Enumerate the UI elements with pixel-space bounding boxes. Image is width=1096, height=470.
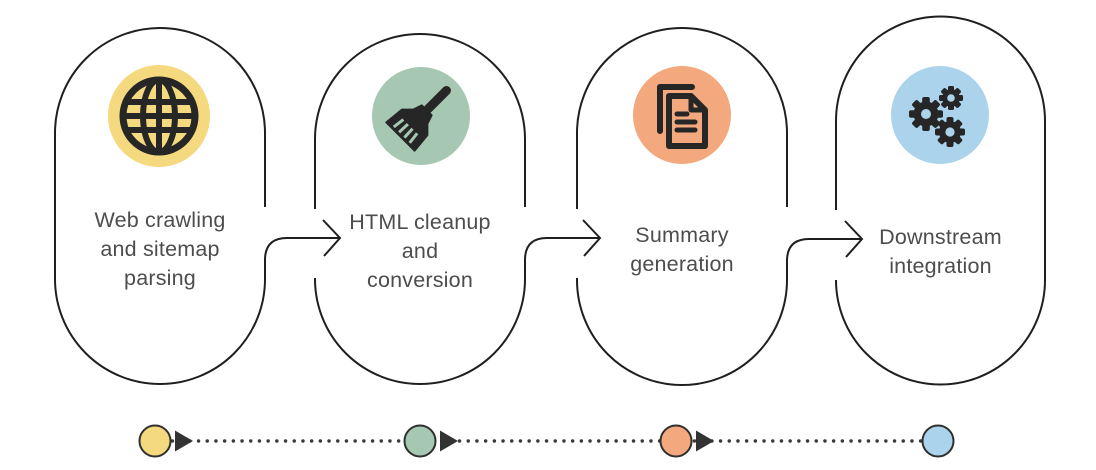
- stage-capsule-outline: [576, 27, 788, 209]
- timeline: [138, 424, 955, 458]
- stage-label-web-crawling: Web crawling and sitemap parsing: [94, 208, 226, 290]
- timeline-marker: [659, 424, 693, 458]
- stage-label-summary-generation: Summary generation: [630, 223, 734, 276]
- timeline-marker: [921, 424, 955, 458]
- arrow-connector-3: [786, 220, 864, 262]
- timeline-arrowhead-icon: [696, 430, 714, 452]
- broom-icon: [372, 67, 470, 165]
- timeline-marker: [138, 424, 172, 458]
- stage-label-downstream-integration: Downstream integration: [879, 225, 1002, 278]
- stage-capsule-outline: [314, 33, 526, 209]
- arrow-connector-1: [264, 219, 342, 261]
- gears-icon: [891, 66, 989, 164]
- timeline-arrowhead-icon: [175, 430, 193, 452]
- documents-icon: [633, 66, 731, 164]
- stage-capsule-outline: [314, 259, 526, 385]
- timeline-marker: [403, 424, 437, 458]
- stage-capsules: [54, 15, 1046, 386]
- stage-label-html-cleanup: HTML cleanup and conversion: [349, 210, 491, 292]
- stage-connectors: [264, 219, 864, 262]
- stage-capsule-outline: [576, 260, 788, 386]
- arrow-connector-2: [524, 219, 602, 261]
- globe-icon: [108, 65, 210, 167]
- timeline-arrowhead-icon: [440, 430, 458, 452]
- stage-capsule-outline: [835, 15, 1046, 386]
- stage-capsule-outline: [54, 27, 266, 385]
